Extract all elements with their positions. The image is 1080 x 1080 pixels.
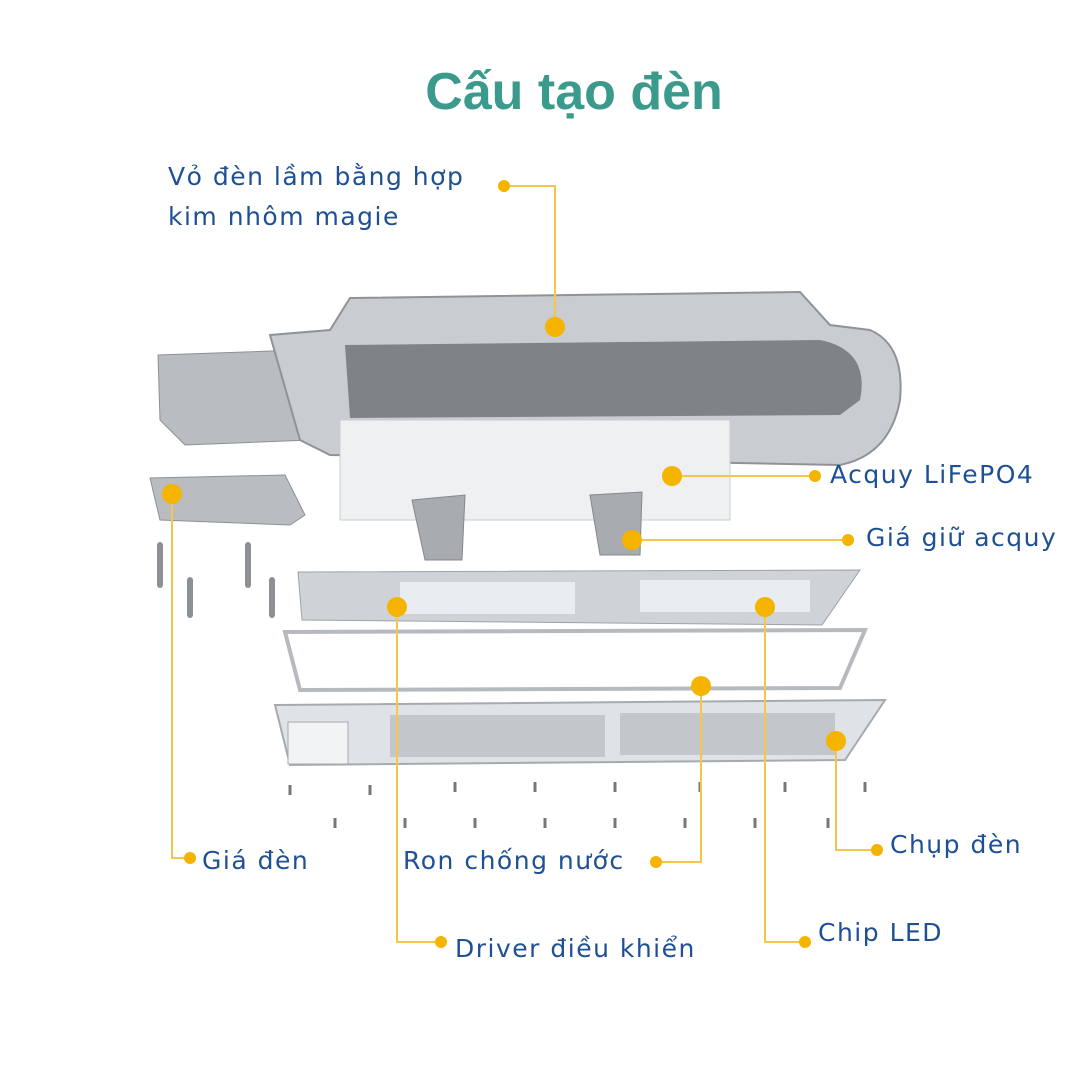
label-battery-holder: Giá giữ acquy [866,523,1058,552]
label-chip-led: Chip LED [818,918,944,947]
cover-lens-left [390,715,605,757]
label-battery: Acquy LiFePO4 [830,460,1035,489]
leader-lines [171,185,877,943]
screws [288,782,867,828]
label-gasket: Ron chống nước [403,846,625,875]
page-title: Cấu tạo đèn [425,63,723,121]
waterproof-gasket [282,627,869,693]
label-housing-line1: Vỏ đèn lầm bằng hợp [168,162,465,191]
bolts [157,542,275,618]
driver-box [287,721,349,765]
led-array-right [640,580,810,612]
label-driver: Driver điều khiển [455,934,696,963]
led-array-left [400,582,575,614]
label-lamp-bracket: Giá đèn [202,846,310,875]
label-housing-line2: kim nhôm magie [168,202,400,231]
callout-dots [162,180,883,948]
housing-interior [345,340,862,418]
lamp-bracket [149,474,306,526]
cover-lens-right [620,713,835,755]
label-cover: Chụp đèn [890,830,1023,859]
battery-holder-left [411,494,466,561]
